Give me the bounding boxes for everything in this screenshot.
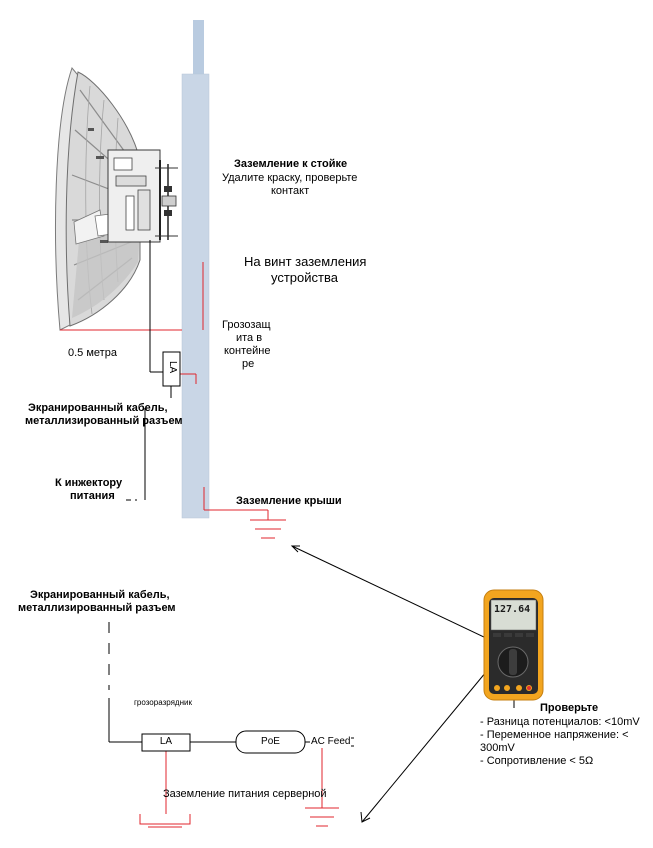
la-label-top: LA [167,361,178,374]
arrestor-label-3: контейне [224,345,271,357]
roof-ground-symbol [250,519,286,539]
shielded-cable-bottom-2: металлизированный разъем [18,602,176,614]
shielded-cable-bottom: Экранированный кабель, [30,589,170,601]
server-ground-label: Заземление питания серверной [163,788,327,800]
check-ac-voltage: - Переменное напряжение: < [480,729,629,741]
la-box-bottom [141,733,191,752]
mount-bracket [107,149,178,243]
arrestor-label-1: Грозозащ [222,319,271,331]
mast-ground-instruction: Удалите краску, проверьте [222,172,358,184]
mast-ground-title: Заземление к стойке [234,158,348,170]
roof-ground-label: Заземление крыши [236,495,342,507]
distance-label: 0.5 метра [68,347,117,359]
meter-display-value: 127.64 [494,604,531,615]
shielded-cable-top: Экранированный кабель, [28,402,168,414]
surge-arrestor-label: грозоразрядник [134,698,192,707]
bottom-wiring [108,622,354,814]
la-label-bottom: LA [159,736,173,747]
to-injector-label-2: питания [70,490,115,502]
la-ground-symbol [139,814,191,828]
mast [181,20,210,519]
poe-label: PoE [261,736,280,747]
check-title: Проверьте [540,702,599,714]
device-ground-label: На винт заземления [244,254,367,269]
arrestor-label-4: ре [242,358,255,370]
top-wiring [60,240,269,520]
multimeter [483,589,544,701]
check-potential-difference: - Разница потенциалов: <10mV [480,716,640,728]
server-ground-symbol [305,807,339,827]
arrestor-label-2: ита в [236,332,263,344]
mast-ground-instruction-2: контакт [271,185,310,197]
check-ac-voltage-2: 300mV [480,742,515,754]
ac-feed-label: AC Feed [310,736,352,748]
shielded-cable-top-2: металлизированный разъем [25,415,183,427]
to-injector-label: К инжектору [55,477,123,489]
check-resistance: - Сопротивление < 5Ω [480,755,594,767]
poe-box [235,730,306,754]
la-box-top [162,351,181,387]
device-ground-label-2: устройства [271,270,338,285]
